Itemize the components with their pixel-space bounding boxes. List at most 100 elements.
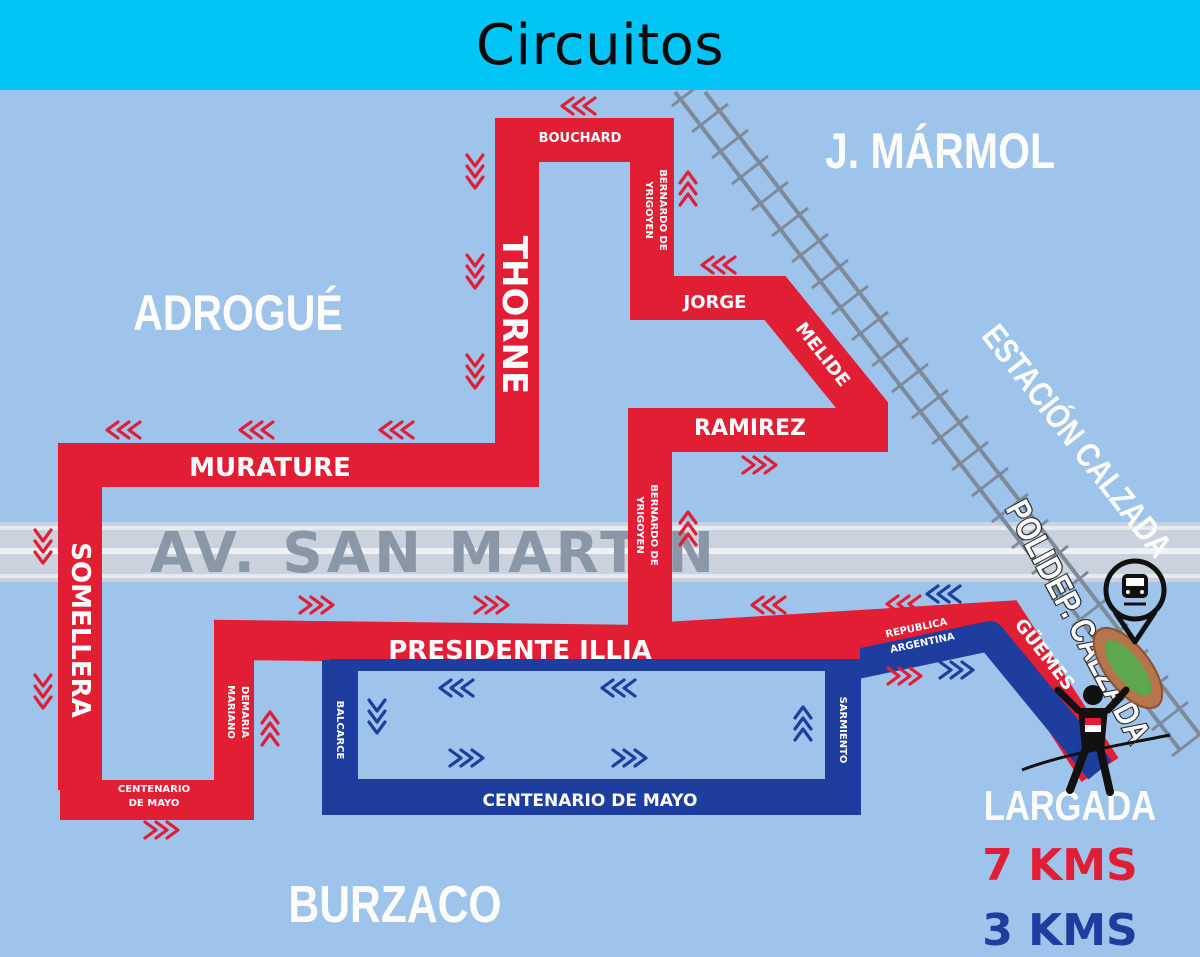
rail-tie — [711, 128, 749, 160]
direction-chevron — [367, 720, 387, 735]
rail-tie — [1151, 700, 1189, 732]
street-demaria-1: MARIANO — [225, 685, 236, 739]
direction-chevron — [33, 684, 53, 699]
direction-chevron — [33, 673, 53, 688]
street-balcarce: BALCARCE — [334, 701, 345, 760]
rail-tie — [1011, 518, 1049, 550]
direction-chevron — [465, 275, 485, 290]
train-station-pin-icon — [1103, 558, 1167, 645]
direction-chevron — [761, 595, 776, 615]
direction-chevron — [611, 678, 626, 698]
rail-tie — [731, 154, 769, 186]
circuit-map: AV. SAN MARTIN BOUCHARD THORNE BERNARDO … — [0, 90, 1200, 957]
direction-chevron — [886, 666, 901, 686]
direction-chevron — [378, 420, 393, 440]
direction-chevron — [154, 820, 169, 840]
neighborhood-adrogue: ADROGUÉ — [133, 285, 343, 341]
direction-chevron — [465, 264, 485, 279]
direction-chevron — [622, 748, 637, 768]
neighborhood-jmarmol: J. MÁRMOL — [825, 123, 1055, 179]
direction-chevron — [465, 153, 485, 168]
direction-chevron — [678, 510, 698, 525]
direction-chevron — [711, 255, 726, 275]
rail-tie — [951, 440, 989, 472]
title-bar: Circuitos — [0, 0, 1200, 90]
legend-7km: 7 KMS — [982, 840, 1138, 891]
direction-chevron — [960, 660, 975, 680]
direction-chevron — [165, 820, 180, 840]
direction-chevron — [33, 550, 53, 565]
rail-tie — [1171, 732, 1200, 758]
street-yrigoyen-top-2: YRIGOYEN — [643, 180, 654, 238]
direction-chevron — [249, 420, 264, 440]
direction-chevron — [389, 420, 404, 440]
street-centenario-small-2: DE MAYO — [129, 798, 180, 809]
direction-chevron — [678, 181, 698, 196]
rail-tie — [931, 414, 969, 446]
map-canvas: AV. SAN MARTIN BOUCHARD THORNE BERNARDO … — [0, 90, 1200, 956]
direction-chevron — [700, 255, 715, 275]
street-ramirez: RAMIREZ — [694, 416, 806, 441]
direction-chevron — [925, 584, 940, 604]
direction-chevron — [936, 584, 951, 604]
direction-chevron — [678, 192, 698, 207]
direction-chevron — [260, 420, 275, 440]
direction-chevron — [459, 748, 474, 768]
street-yrigoyen-mid-1: BERNARDO DE — [648, 484, 659, 566]
direction-chevron — [772, 595, 787, 615]
rail-tie — [991, 492, 1029, 524]
direction-chevron — [320, 595, 335, 615]
direction-chevron — [460, 678, 475, 698]
neighborhood-burzaco: BURZACO — [288, 876, 501, 934]
rail-tie — [671, 90, 696, 108]
rail-tie — [831, 284, 869, 316]
street-bouchard: BOUCHARD — [539, 131, 622, 146]
direction-chevron — [793, 727, 813, 742]
direction-chevron — [105, 420, 120, 440]
direction-chevron — [143, 820, 158, 840]
direction-chevron — [571, 96, 586, 116]
direction-chevron — [367, 709, 387, 724]
direction-chevron — [495, 595, 510, 615]
street-centenario-blue: CENTENARIO DE MAYO — [483, 791, 698, 811]
street-jorge: JORGE — [682, 292, 747, 313]
direction-chevron — [260, 710, 280, 725]
direction-chevron — [449, 678, 464, 698]
direction-chevron — [750, 595, 765, 615]
rail-tie — [1071, 596, 1109, 628]
direction-chevron — [908, 666, 923, 686]
direction-chevron — [938, 660, 953, 680]
direction-chevron — [741, 455, 756, 475]
direction-arrows — [33, 96, 975, 840]
direction-chevron — [678, 532, 698, 547]
street-somellera: SOMELLERA — [65, 542, 95, 718]
direction-chevron — [438, 678, 453, 698]
direction-chevron — [484, 595, 499, 615]
direction-chevron — [582, 96, 597, 116]
direction-chevron — [127, 420, 142, 440]
direction-chevron — [470, 748, 485, 768]
street-sarmiento: SARMIENTO — [837, 697, 848, 764]
avenue-label: AV. SAN MARTIN — [150, 521, 718, 586]
rail-tie — [851, 310, 889, 342]
direction-chevron — [473, 595, 488, 615]
street-yrigoyen-mid-2: YRIGOYEN — [634, 495, 645, 553]
legend: 7 KMS 3 KMS — [982, 840, 1138, 956]
direction-chevron — [896, 594, 911, 614]
direction-chevron — [465, 164, 485, 179]
direction-chevron — [949, 660, 964, 680]
direction-chevron — [600, 678, 615, 698]
direction-chevron — [793, 716, 813, 731]
direction-chevron — [763, 455, 778, 475]
direction-chevron — [678, 521, 698, 536]
street-yrigoyen-top-1: BERNARDO DE — [657, 169, 668, 251]
direction-chevron — [885, 594, 900, 614]
direction-chevron — [465, 364, 485, 379]
direction-chevron — [298, 595, 313, 615]
runner-finish-line-icon — [1021, 685, 1171, 796]
rail-tie — [791, 232, 829, 264]
rail-tie — [871, 336, 909, 368]
direction-chevron — [633, 748, 648, 768]
direction-chevron — [116, 420, 131, 440]
direction-chevron — [260, 721, 280, 736]
